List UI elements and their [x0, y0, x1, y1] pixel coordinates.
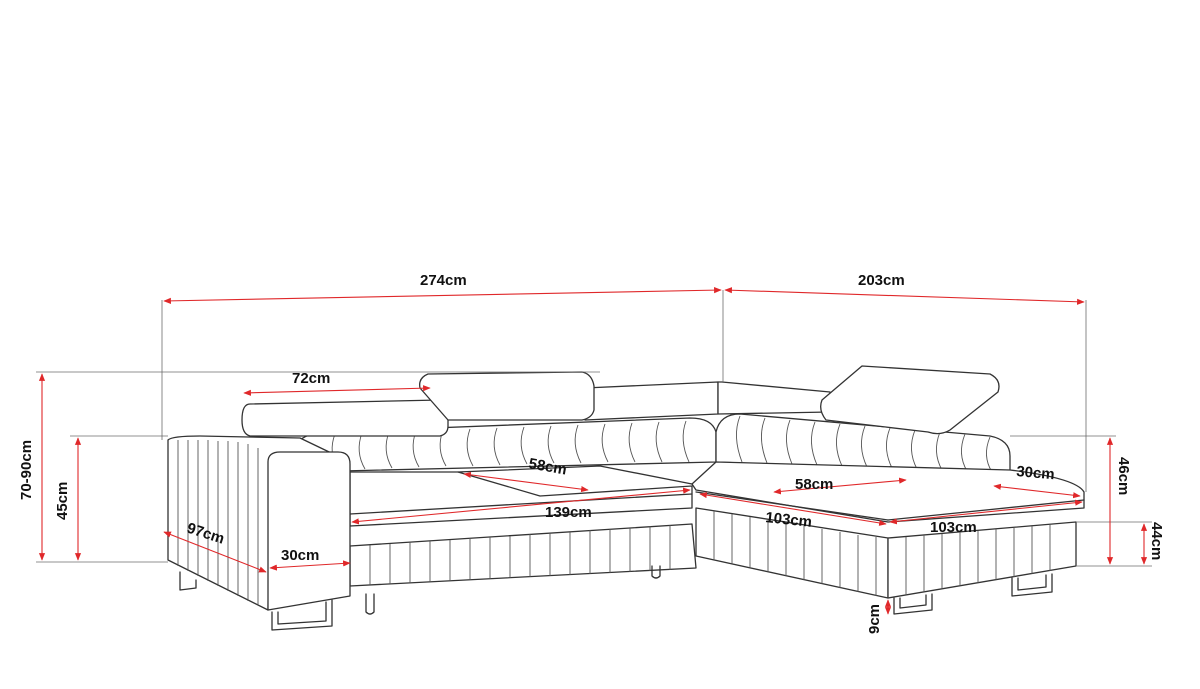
label-headrest-width: 72cm: [292, 370, 330, 387]
leg-middle: [651, 565, 661, 579]
dim-line-58-left: [463, 471, 589, 493]
sofa-outline: [167, 365, 1085, 631]
seat-cushion-left: [349, 471, 693, 527]
dimension-lines: [38, 287, 1148, 615]
label-seat-width-right-b: 103cm: [930, 519, 977, 536]
leg-left-back: [179, 571, 197, 591]
dim-line-58-right: [773, 477, 907, 495]
dim-line-30-arm: [269, 560, 351, 571]
headrest-right: [820, 365, 1000, 435]
leg-right-front-inner: [899, 594, 927, 609]
label-leg-height: 9cm: [866, 604, 883, 634]
leg-right-back: [1011, 573, 1053, 597]
dim-line-72: [243, 385, 431, 396]
label-armrest-height: 45cm: [54, 482, 71, 520]
label-total-width-right: 203cm: [858, 272, 905, 289]
label-seat-width-left: 139cm: [545, 504, 592, 521]
dimension-labels: 274cm 203cm 72cm 70-90cm 45cm 97cm 30cm …: [18, 272, 1165, 634]
dim-line-103-a: [699, 492, 887, 526]
label-seat-depth-left: 58cm: [527, 455, 568, 478]
base-front-left: [349, 523, 697, 587]
dim-line-139: [351, 487, 691, 525]
leg-left-front: [271, 599, 333, 631]
label-back-height-right: 46cm: [1115, 457, 1132, 495]
base-ribs-chaise: [905, 525, 1051, 595]
headrest-left-small: [241, 399, 449, 437]
label-total-width-left: 274cm: [420, 272, 467, 289]
leg-right-back-inner: [1017, 574, 1047, 591]
headrest-left-large: [419, 371, 595, 421]
label-seat-width-right-a: 103cm: [765, 509, 813, 531]
dim-line-274: [163, 287, 722, 304]
seat-cushion-left-divider: [457, 465, 693, 485]
base-ribs-left: [369, 525, 671, 585]
backrest-right-top: [717, 381, 831, 415]
dim-line-103-b: [889, 499, 1083, 525]
dim-line-97: [163, 531, 267, 573]
leg-left-front-inner: [277, 601, 327, 625]
leg-center: [365, 593, 375, 615]
base-chaise-side: [887, 521, 1077, 599]
backrest-top: [584, 381, 719, 421]
dim-line-203: [724, 287, 1085, 305]
label-seat-height: 44cm: [1148, 522, 1165, 560]
guide-lines: [36, 290, 1152, 567]
label-back-thickness: 30cm: [1016, 463, 1056, 483]
dim-line-30-back: [993, 483, 1081, 499]
label-seat-depth-right: 58cm: [795, 476, 833, 493]
armrest-front: [267, 451, 351, 611]
back-cushion-ribs-right: [736, 415, 993, 473]
leg-right-front: [893, 593, 933, 615]
back-cushion-ribs-left: [331, 420, 690, 471]
label-total-height: 70-90cm: [18, 440, 35, 500]
label-armrest-width: 30cm: [281, 547, 319, 564]
